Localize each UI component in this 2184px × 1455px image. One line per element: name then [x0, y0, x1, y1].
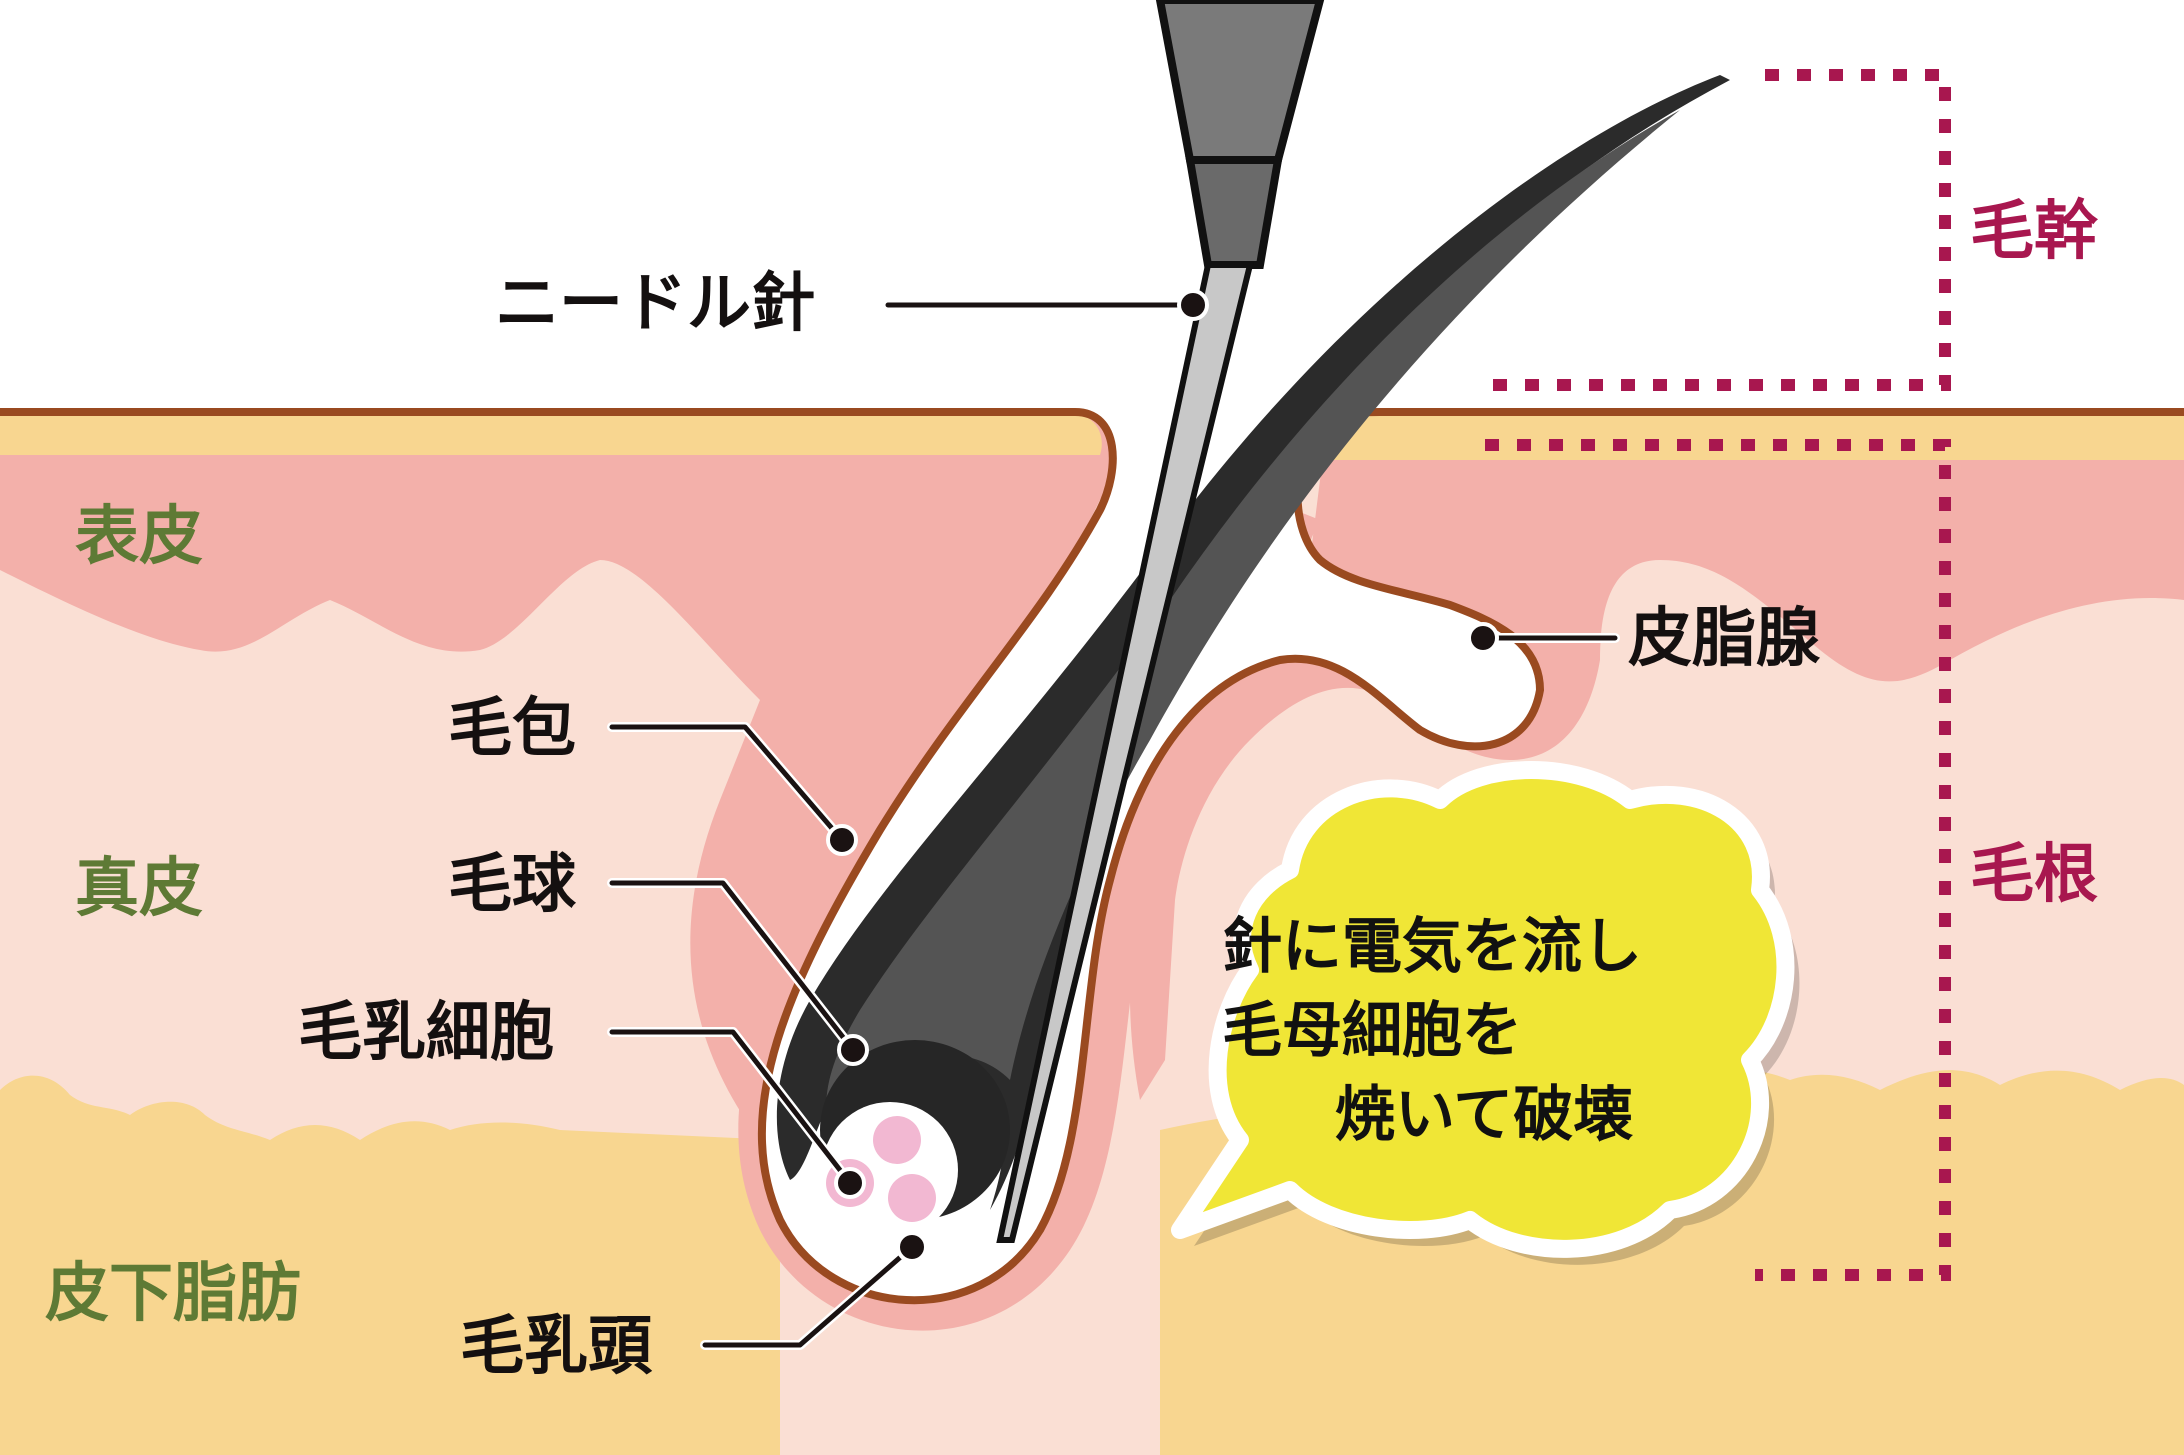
callout-line-2: 毛母細胞を: [1222, 996, 1522, 1066]
label-hair-root: 毛根: [1970, 838, 2098, 912]
hair-root-bracket: [1485, 439, 1951, 1281]
dot-papilla-cells: [834, 1167, 866, 1199]
stratum-corneum: [0, 415, 2184, 460]
label-sebaceous-gland: 皮脂腺: [1628, 602, 1820, 676]
epidermis-right: [1129, 412, 2184, 1100]
dot-sebaceous: [1467, 622, 1499, 654]
label-dermis: 真皮: [75, 852, 203, 926]
label-epidermis: 表皮: [75, 500, 203, 574]
label-hair-shaft: 毛幹: [1970, 195, 2098, 269]
papilla-cell: [873, 1116, 921, 1164]
papilla-cell: [888, 1174, 936, 1222]
dot-follicle: [826, 824, 858, 856]
dot-needle: [1177, 289, 1209, 321]
hair-shaft-bracket: [1485, 69, 1951, 391]
needle-probe: [996, 0, 1325, 1243]
label-papilla-cells: 毛乳細胞: [298, 996, 554, 1070]
callout-bubble: [1171, 761, 1800, 1265]
dot-bulb: [837, 1034, 869, 1066]
callout-line-1: 針に電気を流し: [1222, 912, 1642, 982]
label-dermal-papilla: 毛乳頭: [460, 1310, 652, 1384]
callout-line-3: 焼いて破壊: [1335, 1080, 1634, 1150]
hair-shaft-highlight: [826, 110, 1680, 1130]
label-subcutaneous-fat: 皮下脂肪: [45, 1257, 301, 1331]
label-hair-bulb: 毛球: [448, 848, 576, 922]
dot-dermal-papilla: [896, 1231, 928, 1263]
label-needle: ニードル針: [495, 267, 815, 341]
label-follicle: 毛包: [448, 692, 576, 766]
